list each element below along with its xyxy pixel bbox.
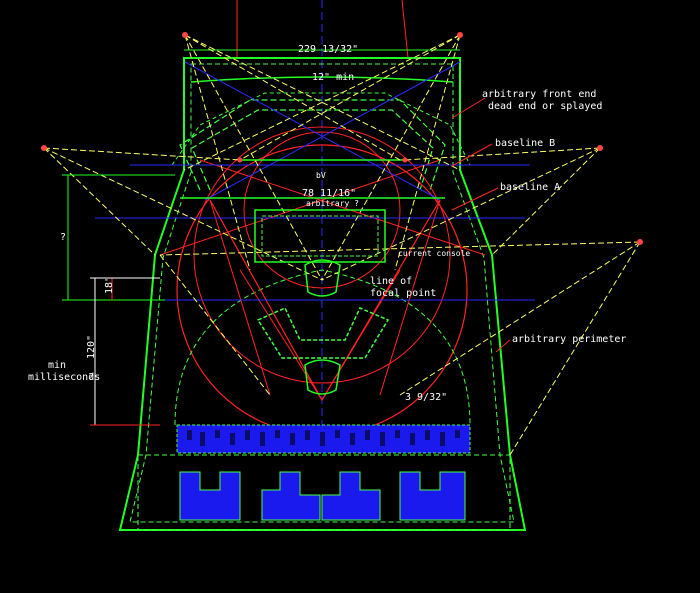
producer-desk — [256, 307, 390, 359]
arbitrary-front-label-2: dead end or splayed — [488, 101, 602, 112]
red-circle-upper — [193, 126, 451, 384]
speaker-point-r — [597, 145, 603, 151]
splay-wall-inner — [191, 109, 434, 191]
mid-dimension-label: 78 11/16" — [302, 188, 356, 199]
arbitrary-front-label-1: arbitrary front end — [482, 89, 596, 100]
listener-chair — [304, 259, 341, 297]
room-perimeter — [118, 57, 527, 531]
mid-dimension-sub-label: arbitrary ? — [306, 199, 359, 208]
min-label: min — [48, 360, 66, 371]
speaker-point-ml — [237, 157, 243, 163]
milliseconds-label: milliseconds — [28, 372, 100, 383]
line-of-label: line of — [370, 276, 412, 287]
current-console — [254, 209, 386, 263]
rear-wall-frame — [137, 454, 511, 531]
top-red-line-right — [401, 0, 409, 59]
speaker-rays — [43, 34, 641, 456]
focal-point-label: focal point — [370, 288, 436, 299]
red-diag-1 — [159, 159, 441, 256]
leader-baseline-b — [451, 143, 493, 167]
min-width-label: 12" min — [312, 72, 354, 83]
left-dim-q-label: ? — [60, 232, 66, 243]
speaker-point-l — [41, 145, 47, 151]
baseline-b-label: baseline B — [495, 138, 555, 149]
current-console-label: current console — [398, 249, 470, 258]
red-circle-small — [243, 131, 401, 289]
red-diag-2 — [199, 159, 486, 256]
leader-front — [451, 97, 486, 119]
diffuser-blocks-bottom — [179, 471, 466, 521]
baseline-a-label: baseline A — [500, 182, 560, 193]
blue-diag-2 — [204, 61, 461, 201]
leader-perimeter — [495, 339, 511, 353]
diffuser-cells-top — [187, 430, 460, 446]
top-dimension-label: 229 13/32" — [298, 44, 358, 55]
lower-green-arc — [174, 269, 471, 426]
producer-chair — [304, 359, 341, 395]
leader-baseline-a — [451, 187, 499, 211]
red-diag-4 — [379, 199, 441, 396]
front-end-curve — [190, 76, 454, 83]
speaker-point-tr — [457, 32, 463, 38]
bottom-dimension-label: 3 9/32" — [405, 392, 447, 403]
splay-wall-outer — [179, 99, 446, 191]
blue-diag-1 — [184, 61, 441, 201]
arbitrary-perimeter-label: arbitrary perimeter — [512, 334, 626, 345]
red-diag-3 — [209, 199, 271, 396]
current-console-inner — [261, 215, 379, 257]
min-q-label: ? — [88, 372, 94, 383]
left-dim-18-label: 18" — [104, 276, 115, 294]
left-dim-120-label: 120" — [86, 335, 97, 359]
speaker-point-mr — [402, 157, 408, 163]
focal-v2 — [239, 269, 401, 401]
center-mark-label: bV — [316, 171, 326, 180]
speaker-point-rr — [637, 239, 643, 245]
speaker-point-tl — [182, 32, 188, 38]
room-perimeter-inner — [129, 63, 515, 523]
